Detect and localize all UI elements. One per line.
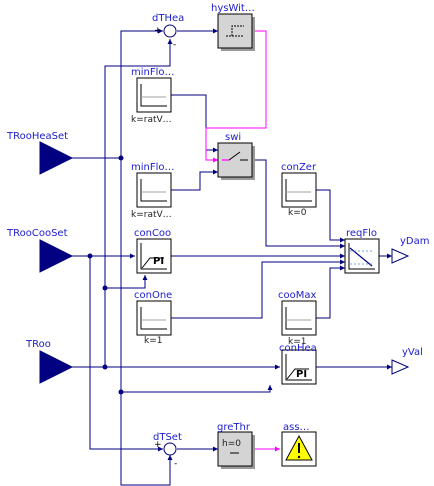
output-port-ydam[interactable]: yDam bbox=[391, 236, 430, 264]
input-triangle-icon bbox=[39, 350, 74, 384]
input-port-heaset[interactable]: TRooHeaSet bbox=[6, 131, 74, 175]
block-label-dthea: dTHea bbox=[152, 13, 184, 24]
block-param-conone: k=1 bbox=[144, 336, 162, 346]
wire-roo-to-dthea[interactable] bbox=[104, 39, 173, 367]
wire-roo-to-concoo[interactable] bbox=[105, 275, 148, 289]
block-label-grethr: greThr bbox=[217, 422, 251, 433]
junction-cooset bbox=[87, 253, 93, 259]
block-label-conone: conOne bbox=[134, 290, 172, 301]
block-dthea[interactable]: dTHea + - bbox=[152, 13, 184, 50]
adder-circle-icon bbox=[163, 24, 177, 38]
block-conzer[interactable]: conZer k=0 bbox=[281, 162, 317, 218]
block-body bbox=[217, 13, 253, 49]
block-grethr[interactable]: h=0 greThr bbox=[217, 422, 255, 469]
block-coomax[interactable]: cooMax k=1 bbox=[278, 290, 317, 347]
exclamation-dot-icon bbox=[297, 455, 301, 459]
sign-minus: - bbox=[174, 459, 177, 469]
junction-roo-2 bbox=[102, 285, 108, 291]
block-body bbox=[136, 77, 172, 113]
block-param-conzer: k=0 bbox=[288, 208, 307, 218]
axes-icon bbox=[140, 84, 167, 107]
block-body bbox=[136, 300, 172, 336]
real-wires bbox=[72, 28, 392, 486]
wire-conone-to-reqflo[interactable] bbox=[171, 259, 345, 319]
block-label-conhea: conHea bbox=[279, 343, 317, 354]
block-label-coomax: cooMax bbox=[278, 290, 316, 301]
block-label-hyswit: hysWit… bbox=[211, 3, 255, 14]
sign-minus: - bbox=[173, 40, 176, 50]
input-port-cooset[interactable]: TRooCooSet bbox=[6, 228, 74, 273]
axes-icon bbox=[140, 179, 167, 202]
wire-conzer-to-reqflo[interactable] bbox=[316, 189, 345, 243]
output-label-yval: yVal bbox=[402, 347, 423, 358]
line-segment-icon bbox=[349, 247, 373, 267]
block-conone[interactable]: conOne k=1 bbox=[134, 290, 172, 346]
wire-cooset-to-dtset[interactable] bbox=[89, 256, 163, 452]
block-param-grethr: h=0 bbox=[222, 439, 241, 449]
wire-heaset-to-dtset[interactable] bbox=[120, 158, 173, 486]
block-param-coomax: k=1 bbox=[288, 337, 306, 347]
boolean-wires bbox=[205, 30, 280, 452]
input-label-roo: TRoo bbox=[25, 339, 51, 350]
wire-coomax-to-reqflo[interactable] bbox=[316, 265, 345, 319]
pi-text: PI bbox=[296, 369, 307, 380]
input-port-roo[interactable]: TRoo bbox=[25, 339, 74, 384]
block-minflo-1[interactable]: minFlo… k=ratV… bbox=[131, 67, 175, 125]
block-label-swi: swi bbox=[225, 132, 241, 143]
block-dtset[interactable]: dTSet + - bbox=[153, 432, 182, 469]
input-label-cooset: TRooCooSet bbox=[6, 228, 68, 239]
block-swi[interactable]: swi bbox=[217, 132, 255, 180]
block-label-ass: ass… bbox=[283, 422, 310, 433]
wire-minflo2-to-swi[interactable] bbox=[171, 169, 218, 191]
wire-swi-to-reqflo[interactable] bbox=[252, 159, 345, 249]
block-label-minflo-1: minFlo… bbox=[131, 67, 175, 78]
junction-roo bbox=[102, 364, 108, 370]
output-label-ydam: yDam bbox=[400, 236, 430, 247]
block-body bbox=[281, 300, 317, 336]
pi-controller-icon bbox=[140, 243, 167, 270]
block-body bbox=[344, 238, 380, 274]
adder-circle-icon bbox=[163, 442, 177, 456]
block-label-conzer: conZer bbox=[281, 162, 317, 173]
axes-icon bbox=[140, 307, 167, 330]
axes-icon bbox=[348, 243, 375, 270]
block-conhea[interactable]: PI conHea bbox=[279, 343, 317, 385]
block-minflo-2[interactable]: minFlo… k=ratV… bbox=[131, 162, 175, 220]
block-label-concoo: conCoo bbox=[134, 228, 171, 239]
pi-text: PI bbox=[153, 256, 164, 267]
wire-minflo1-to-swi[interactable] bbox=[171, 94, 218, 153]
junction-heaset-2 bbox=[118, 389, 124, 395]
input-triangle-icon bbox=[39, 141, 74, 175]
wire-heaset-to-conhea[interactable] bbox=[121, 385, 273, 393]
block-param-minflo-1: k=ratV… bbox=[131, 115, 172, 125]
block-reqflo[interactable]: reqFlo bbox=[344, 228, 380, 274]
hysteresis-icon bbox=[226, 25, 244, 37]
block-body bbox=[217, 431, 253, 467]
wire-hyswit-to-swi[interactable] bbox=[205, 30, 267, 163]
block-label-reqflo: reqFlo bbox=[346, 228, 377, 239]
axes-icon bbox=[285, 179, 312, 202]
output-triangle-icon bbox=[391, 359, 410, 375]
block-param-minflo-2: k=ratV… bbox=[131, 210, 172, 220]
block-label-dtset: dTSet bbox=[153, 432, 182, 443]
axes-icon bbox=[285, 307, 312, 330]
block-ass[interactable]: ass… bbox=[281, 422, 317, 467]
pi-controller-icon bbox=[285, 354, 312, 381]
block-label-minflo-2: minFlo… bbox=[131, 162, 175, 173]
junction-heaset bbox=[118, 155, 124, 161]
wire-heaset-to-dthea[interactable] bbox=[120, 28, 163, 158]
input-triangle-icon bbox=[39, 239, 74, 273]
input-label-heaset: TRooHeaSet bbox=[6, 131, 68, 142]
block-hyswit[interactable]: hysWit… bbox=[211, 3, 255, 51]
junction-dots bbox=[87, 155, 124, 395]
sign-plus: + bbox=[154, 440, 162, 450]
block-concoo[interactable]: PI conCoo bbox=[134, 228, 172, 274]
output-port-yval[interactable]: yVal bbox=[391, 347, 423, 375]
block-body bbox=[281, 172, 317, 208]
block-body bbox=[136, 172, 172, 208]
output-triangle-icon bbox=[391, 248, 410, 264]
sign-plus: + bbox=[154, 26, 162, 36]
